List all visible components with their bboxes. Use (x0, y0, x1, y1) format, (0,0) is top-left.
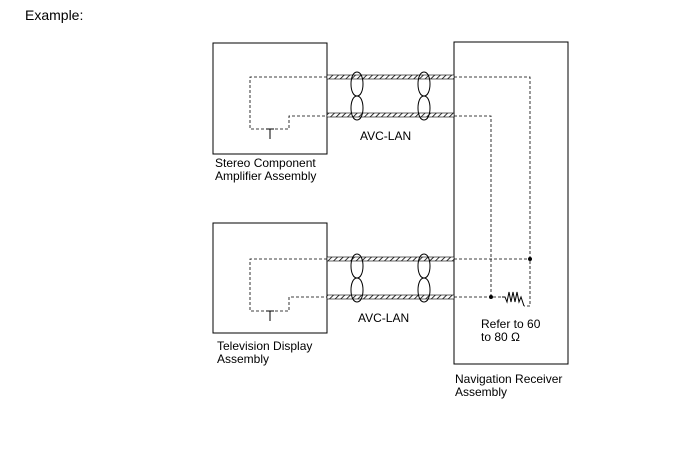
television-label: Television Display Assembly (217, 339, 313, 366)
internal-wiring (249, 76, 531, 312)
amplifier-box (212, 42, 328, 155)
television-box (212, 222, 328, 334)
resistance-note: Refer to 60 to 80 Ω (481, 317, 541, 344)
junction-dot (489, 295, 493, 299)
termination-resistor (502, 291, 525, 307)
ground-taps (266, 128, 274, 321)
avc-lan-cable-top (326, 71, 455, 121)
junction-dot (528, 257, 532, 261)
avc-lan-label-bottom: AVC-LAN (358, 311, 410, 325)
avc-lan-cable-bottom (326, 253, 455, 303)
navigation-label: Navigation Receiver Assembly (455, 372, 563, 399)
navigation-box (453, 41, 569, 365)
amplifier-label: Stereo Component Amplifier Assembly (215, 156, 317, 183)
diagram-title: Example: (25, 7, 84, 23)
avc-lan-label-top: AVC-LAN (360, 129, 412, 143)
